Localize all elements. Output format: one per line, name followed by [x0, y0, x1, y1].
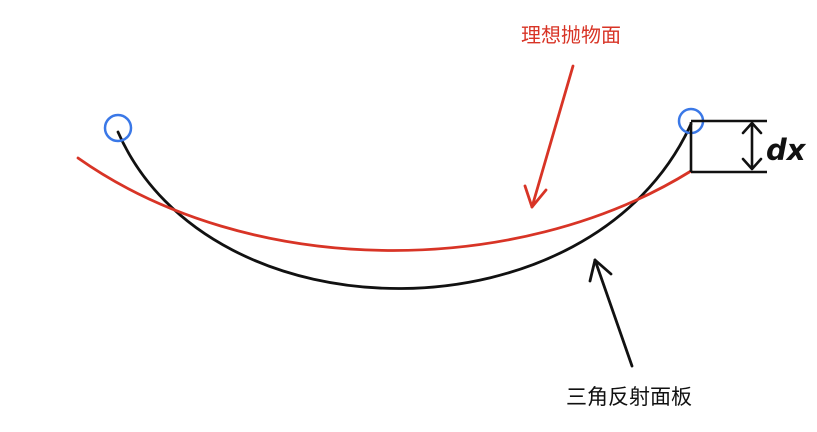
ideal-parabola-label: 理想抛物面	[521, 23, 621, 47]
ideal-parabola-curve	[76, 156, 693, 252]
triangular-panel-label: 三角反射面板	[566, 385, 692, 409]
triangular-panel-pointer-arrow	[588, 258, 634, 368]
left-endpoint-marker	[103, 113, 133, 143]
ideal-parabola-pointer-arrow	[523, 64, 575, 209]
dx-dimension-arrow	[741, 121, 763, 171]
triangular-panel-curve	[116, 122, 693, 290]
dx-label: dx	[766, 133, 807, 167]
